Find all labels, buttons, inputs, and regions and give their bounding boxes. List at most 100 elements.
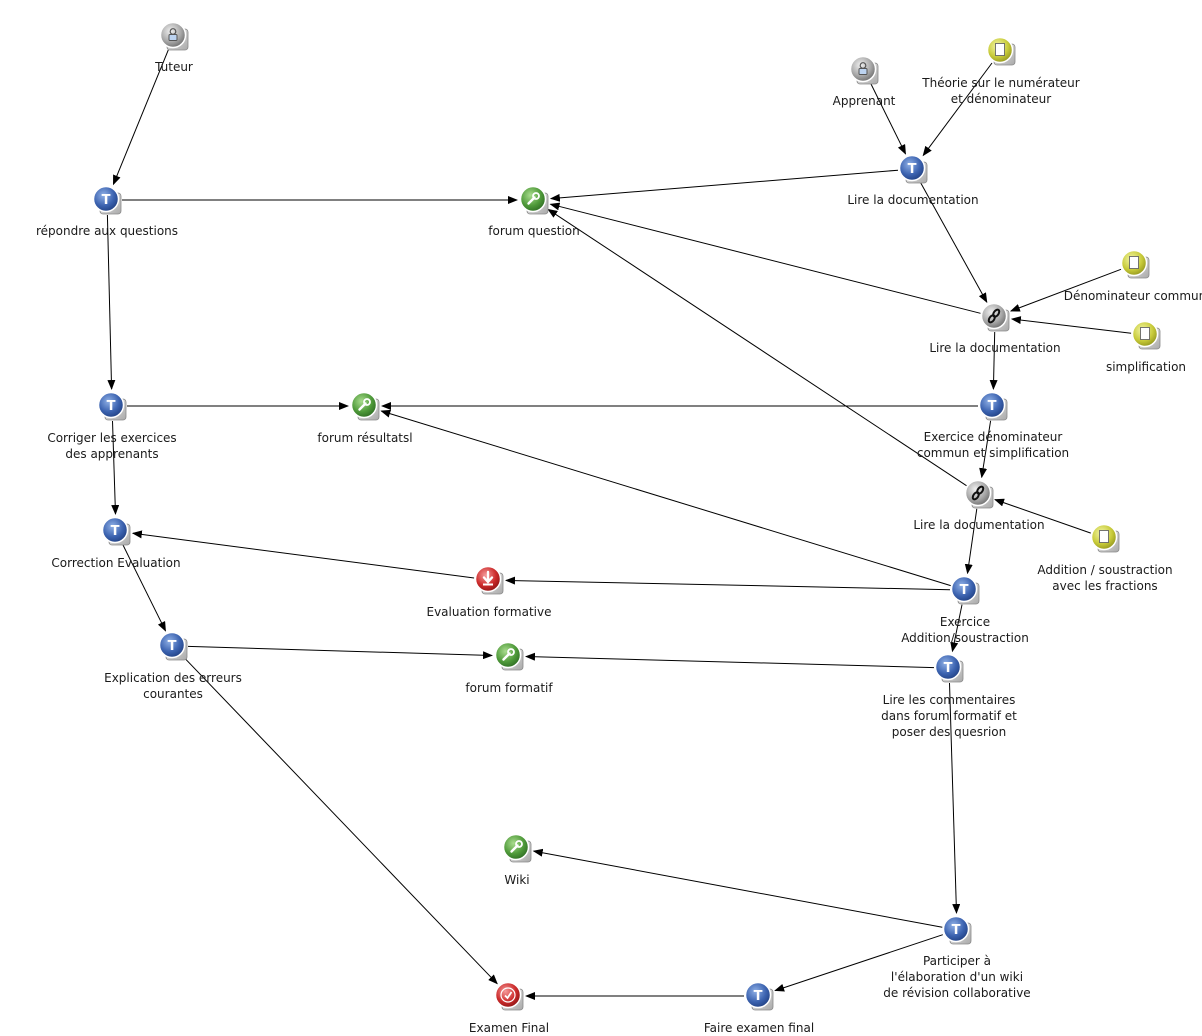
edge-exercice-denom-to-lire-doc-3 <box>979 420 992 479</box>
edge-lire-commentaires-to-forum-formatif <box>525 652 935 669</box>
node-label: Exercice dénominateur commun et simplifi… <box>916 430 1070 460</box>
wrench-icon[interactable] <box>493 640 525 672</box>
task-t-icon[interactable]: T <box>933 652 965 684</box>
svg-text:T: T <box>111 524 120 539</box>
task-t-icon[interactable]: T <box>977 390 1009 422</box>
svg-text:T: T <box>908 162 917 177</box>
edge-lire-doc-3-to-exercice-add <box>964 508 978 575</box>
svg-text:T: T <box>102 193 111 208</box>
edge-exercice-add-to-lire-commentaires <box>950 604 963 653</box>
node-label: Lire les commentaires dans forum formati… <box>881 693 1017 739</box>
node-theorie[interactable]: Théorie sur le numérateur et dénominateu… <box>922 36 1080 106</box>
edge-addition-res-to-lire-doc-3 <box>994 498 1091 534</box>
node-label: Explication des erreurs courantes <box>104 671 242 701</box>
node-denominateur[interactable]: Dénominateur commun <box>1064 249 1202 303</box>
task-t-icon[interactable]: T <box>949 574 981 606</box>
node-forum-question[interactable]: forum question <box>488 185 580 238</box>
node-label: Corriger les exercices des apprenants <box>47 431 177 461</box>
node-lire-doc-2[interactable]: Lire la documentation <box>929 302 1061 355</box>
node-label: Addition / soustraction avec les fractio… <box>1037 563 1173 593</box>
node-participer[interactable]: T Participer à l'élaboration d'un wiki de… <box>883 915 1031 1000</box>
edge-tuteur-to-repondre <box>112 49 169 186</box>
task-t-icon[interactable]: T <box>897 153 929 185</box>
task-t-icon[interactable]: T <box>96 390 128 422</box>
edge-lire-doc-1-to-forum-question <box>549 169 899 202</box>
person-lock-icon[interactable] <box>158 20 190 52</box>
edge-exercice-add-to-evaluation-formative <box>505 576 951 591</box>
edge-exercice-add-to-forum-resultats <box>380 409 951 587</box>
svg-text:T: T <box>952 923 961 938</box>
node-label: simplification <box>1105 360 1187 374</box>
svg-text:T: T <box>988 399 997 414</box>
node-evaluation-formative[interactable]: Evaluation formative <box>427 565 552 619</box>
person-lock-icon[interactable] <box>848 54 880 86</box>
task-t-icon[interactable]: T <box>100 515 132 547</box>
edge-lire-doc-3-to-forum-question <box>547 208 967 487</box>
node-label: Lire la documentation <box>913 518 1045 532</box>
task-t-icon[interactable]: T <box>91 184 123 216</box>
node-label: Examen Final <box>468 1021 550 1035</box>
node-label: forum résultatsl <box>317 431 413 445</box>
chain-link-icon[interactable] <box>963 478 995 510</box>
edge-denominateur-to-lire-doc-2 <box>1009 268 1122 312</box>
edge-theorie-to-lire-doc-1 <box>922 62 993 157</box>
node-explication[interactable]: T Explication des erreurs courantes <box>104 631 242 701</box>
edge-lire-commentaires-to-participer <box>949 682 961 914</box>
document-icon[interactable] <box>1119 248 1151 280</box>
wrench-icon[interactable] <box>501 832 533 864</box>
node-label: Dénominateur commun <box>1063 289 1202 303</box>
edge-correction-eval-to-explication <box>122 544 166 632</box>
document-icon[interactable] <box>1130 319 1162 351</box>
node-simplification[interactable]: simplification <box>1106 320 1186 374</box>
node-tuteur[interactable]: Tuteur <box>155 21 193 74</box>
edge-evaluation-formative-to-correction-eval <box>131 530 475 579</box>
svg-text:T: T <box>168 639 177 654</box>
download-arrow-icon[interactable] <box>473 564 505 596</box>
node-apprenant[interactable]: Apprenant <box>833 55 895 108</box>
node-lire-commentaires[interactable]: T Lire les commentaires dans forum format… <box>881 653 1017 739</box>
chain-link-icon[interactable] <box>979 301 1011 333</box>
document-icon[interactable] <box>985 35 1017 67</box>
node-lire-doc-3[interactable]: Lire la documentation <box>913 479 1045 532</box>
node-corriger[interactable]: T Corriger les exercices des apprenants <box>47 391 177 461</box>
node-label: Evaluation formative <box>426 605 552 619</box>
node-label: Participer à l'élaboration d'un wiki de … <box>883 954 1031 1000</box>
wrench-icon[interactable] <box>518 184 550 216</box>
task-t-icon[interactable]: T <box>157 630 189 662</box>
document-icon[interactable] <box>1089 522 1121 554</box>
node-label: Correction Evaluation <box>51 556 181 570</box>
wrench-icon[interactable] <box>349 390 381 422</box>
node-label: Lire la documentation <box>929 341 1061 355</box>
node-lire-doc-1[interactable]: T Lire la documentation <box>847 154 979 207</box>
node-exercice-denom[interactable]: T Exercice dénominateur commun et simplif… <box>917 391 1069 460</box>
svg-text:T: T <box>107 399 116 414</box>
node-addition-res[interactable]: Addition / soustraction avec les fractio… <box>1037 523 1173 593</box>
node-label: Tuteur <box>155 60 193 74</box>
node-faire-examen[interactable]: T Faire examen final <box>704 981 814 1035</box>
edge-lire-doc-2-to-forum-question <box>549 202 981 314</box>
svg-text:T: T <box>754 989 763 1004</box>
node-forum-resultats[interactable]: forum résultatsl <box>317 391 413 445</box>
task-t-icon[interactable]: T <box>743 980 775 1012</box>
svg-text:T: T <box>960 583 969 598</box>
edge-simplification-to-lire-doc-2 <box>1010 316 1132 334</box>
svg-text:T: T <box>944 661 953 676</box>
node-label: Faire examen final <box>703 1021 815 1035</box>
node-forum-formatif[interactable]: forum formatif <box>465 641 553 695</box>
edge-explication-to-examen-final <box>183 656 498 985</box>
edge-apprenant-to-lire-doc-1 <box>870 83 906 155</box>
node-correction-eval[interactable]: T Correction Evaluation <box>51 516 181 570</box>
node-examen-final[interactable]: Examen Final <box>469 981 549 1035</box>
node-label: Lire la documentation <box>847 193 979 207</box>
checkmark-icon[interactable] <box>493 980 525 1012</box>
node-label: répondre aux questions <box>35 224 179 238</box>
node-wiki[interactable]: Wiki <box>502 833 532 887</box>
task-t-icon[interactable]: T <box>941 914 973 946</box>
node-label: Théorie sur le numérateur et dénominateu… <box>922 76 1080 106</box>
edge-lire-doc-1-to-lire-doc-2 <box>919 181 988 303</box>
node-label: forum formatif <box>465 681 553 695</box>
node-label: forum question <box>488 224 580 238</box>
